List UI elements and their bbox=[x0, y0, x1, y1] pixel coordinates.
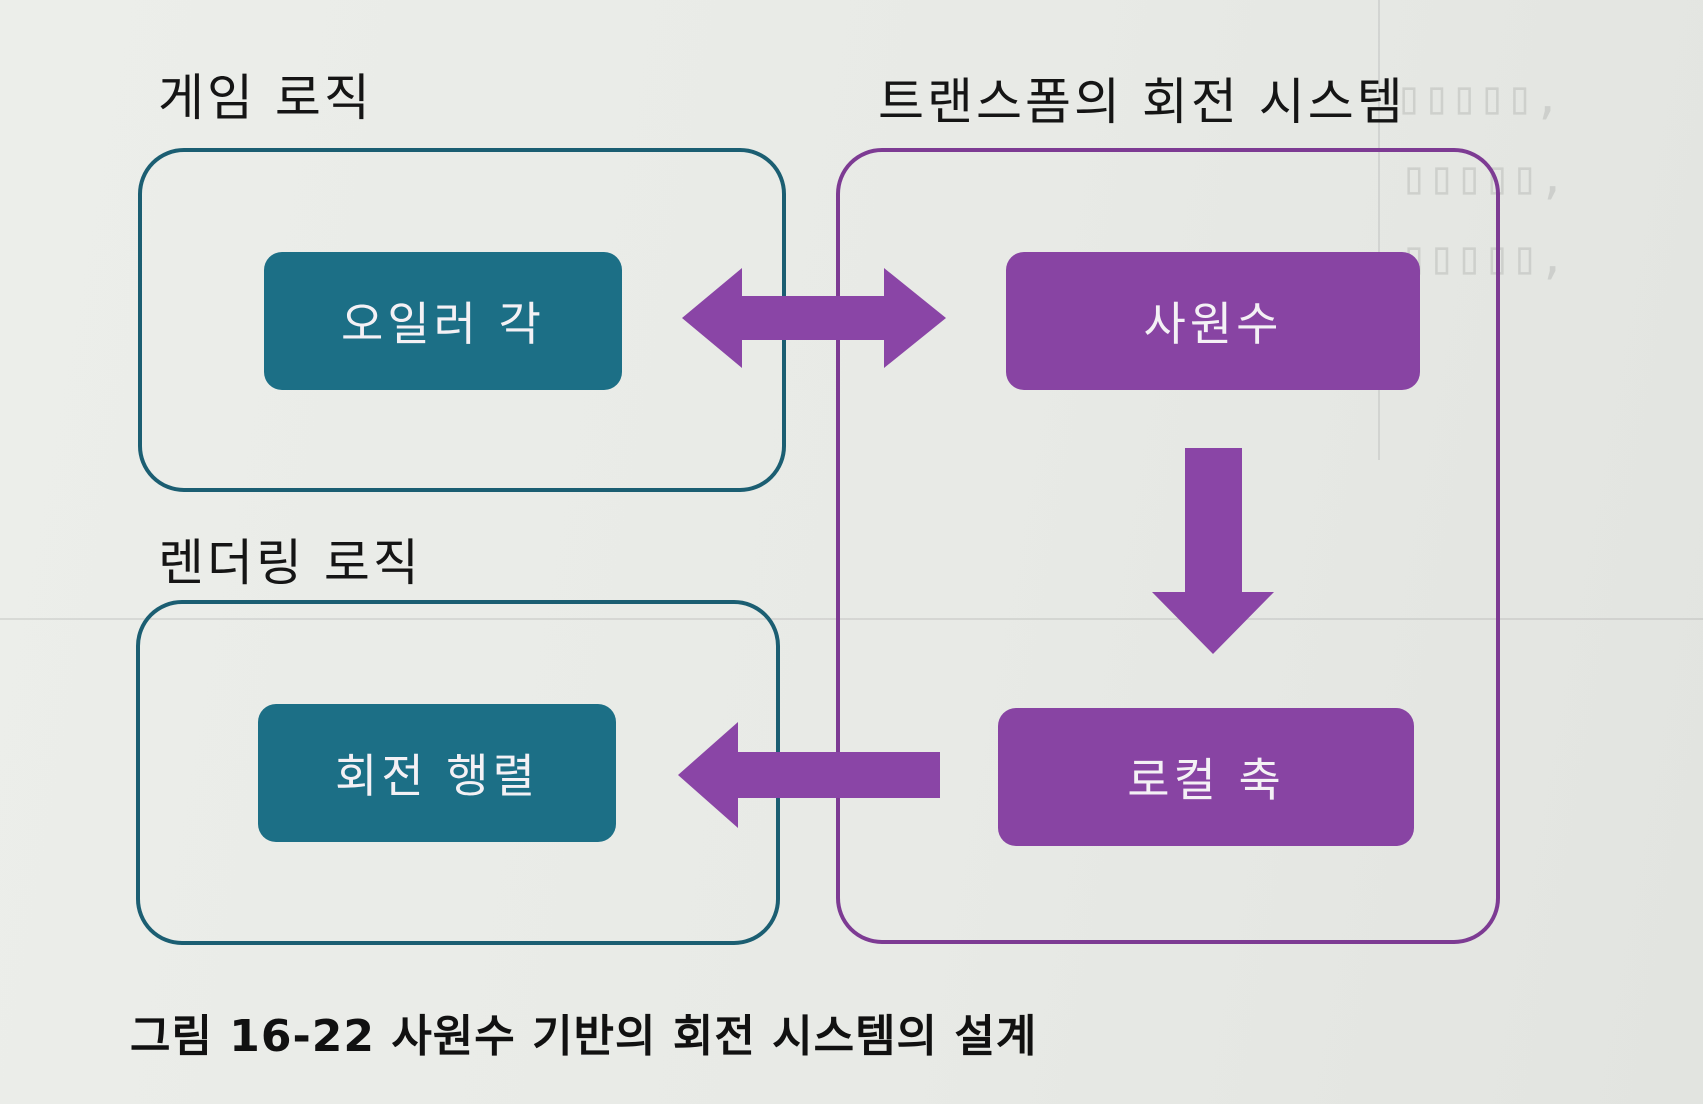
bleed-through-rule bbox=[0, 618, 1703, 620]
node-quaternion: 사원수 bbox=[1006, 252, 1420, 390]
left-arrow-local-axes-rotation-matrix bbox=[678, 722, 940, 828]
double-arrow-euler-quaternion bbox=[682, 268, 946, 368]
group-label-rendering-logic: 렌더링 로직 bbox=[158, 534, 422, 592]
bleed-through-text: ▯▯▯▯▯, bbox=[1400, 230, 1567, 284]
group-label-game-logic: 게임 로직 bbox=[158, 69, 373, 127]
node-euler-angles: 오일러 각 bbox=[264, 252, 622, 390]
bleed-through-text: ▯▯▯▯▯, bbox=[1395, 70, 1562, 124]
down-arrow-quaternion-local-axes bbox=[1152, 448, 1274, 654]
bleed-through-rule bbox=[1378, 0, 1380, 460]
group-label-transform-rotation: 트랜스폼의 회전 시스템 bbox=[878, 73, 1406, 131]
transform-rotation-frame bbox=[836, 148, 1500, 944]
figure-caption: 그림 16-22 사원수 기반의 회전 시스템의 설계 bbox=[130, 1011, 1038, 1062]
node-rotation-matrix: 회전 행렬 bbox=[258, 704, 616, 842]
node-local-axes: 로컬 축 bbox=[998, 708, 1414, 846]
